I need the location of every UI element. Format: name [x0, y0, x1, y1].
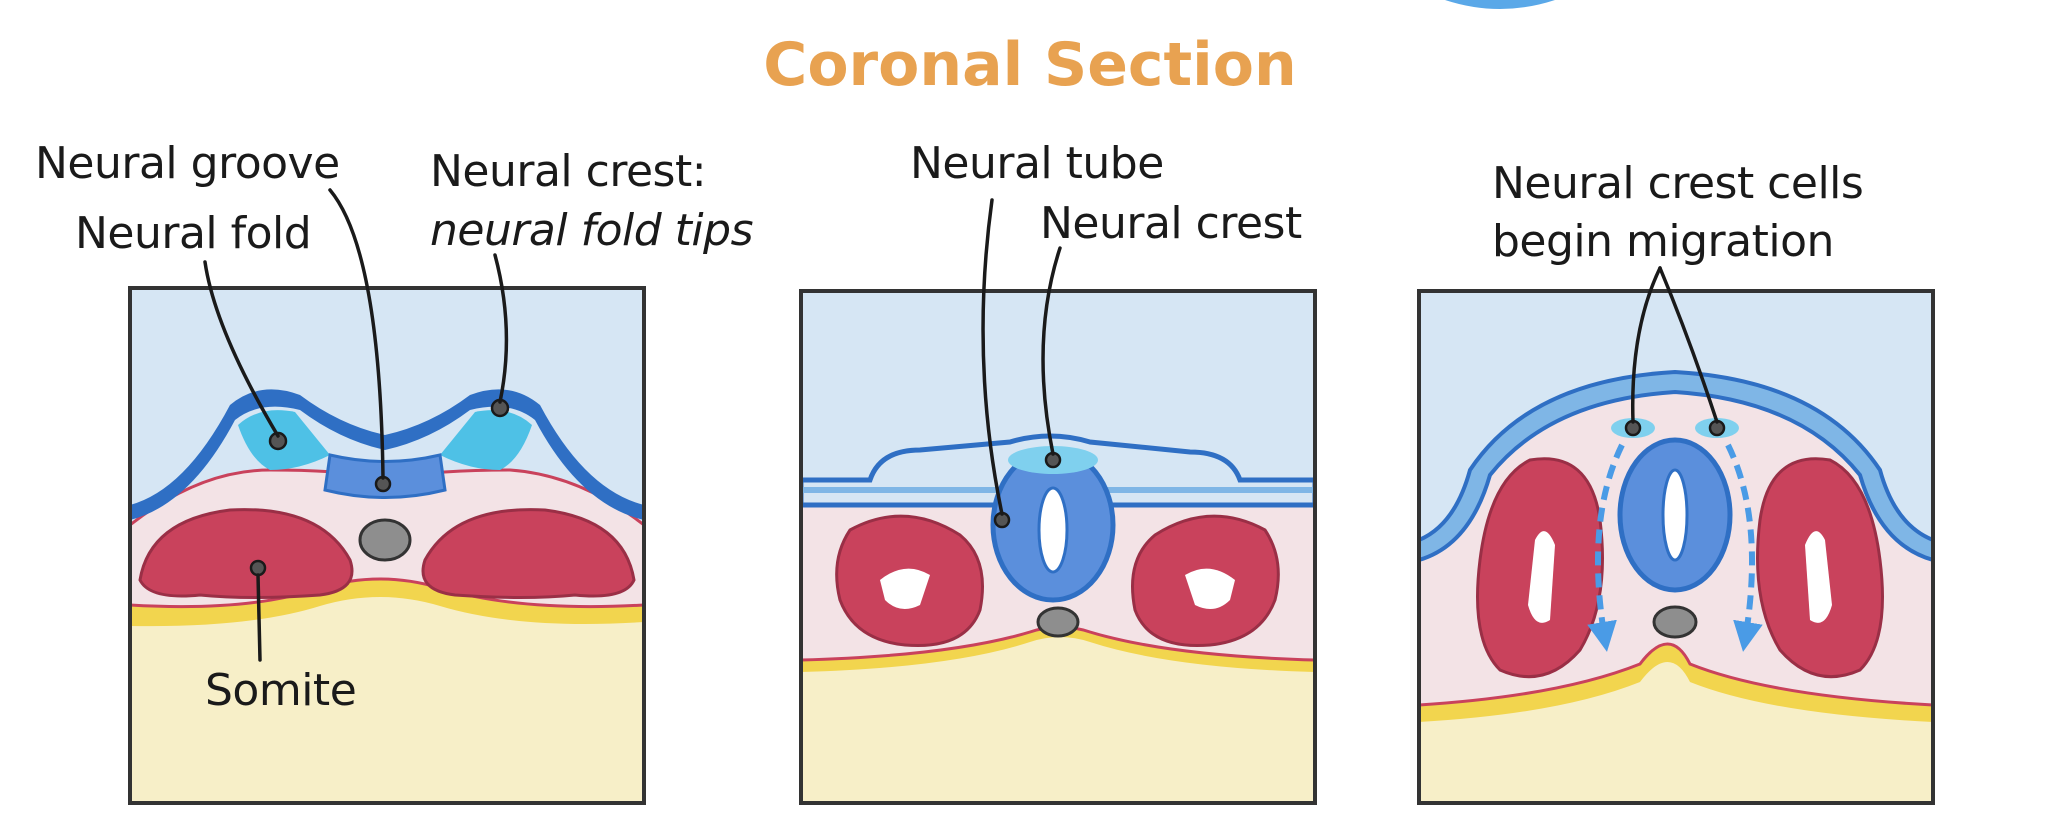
neural-canal [1661, 468, 1689, 562]
panel-neural-tube-stage: Neural tube Neural crest [799, 138, 1317, 805]
yolk-region [801, 635, 1315, 803]
panel-migration-stage: Neural crest cells begin migration [1417, 158, 1935, 805]
neural-tube-leader [981, 198, 1004, 516]
panel-1-frame [128, 286, 646, 805]
notochord [1652, 605, 1698, 639]
neural-fold-right [440, 410, 532, 470]
label-neural-crest: Neural crest [1040, 198, 1302, 249]
label-neural-tube: Neural tube [910, 138, 1164, 189]
migration-leader-right [1658, 266, 1719, 424]
somite-right [421, 508, 636, 599]
label-neural-crest: Neural crest: [430, 146, 706, 197]
neural-fold-leader [203, 260, 280, 438]
somite-marker [249, 559, 267, 577]
neural-groove-leader [328, 188, 385, 480]
somite-right-cavity [1805, 531, 1832, 623]
migration-arrow-left [1587, 443, 1625, 652]
somite-left-cavity [1528, 531, 1555, 623]
decorative-circle-fragment [1445, 0, 1555, 9]
neural-canal [1037, 486, 1069, 574]
panel-3-frame [1417, 289, 1935, 805]
notochord [358, 518, 412, 562]
somite-left-cavity [880, 568, 930, 609]
somite-right-cavity [1185, 568, 1235, 609]
label-begin-migration: begin migration [1492, 216, 1834, 267]
neural-crest-leader [1041, 246, 1062, 456]
endoderm-layer [801, 621, 1315, 672]
neural-crest-leader [493, 253, 509, 404]
yolk-region [1419, 660, 1933, 803]
somite-leader [256, 573, 262, 662]
migration-arrow-right [1725, 443, 1763, 652]
label-neural-fold: Neural fold [75, 208, 311, 259]
label-neural-groove: Neural groove [35, 138, 340, 189]
diagram-title: Coronal Section [763, 30, 1296, 100]
endoderm-layer [1419, 644, 1933, 722]
label-neural-fold-tips: neural fold tips [430, 205, 753, 256]
label-neural-crest-cells: Neural crest cells [1492, 158, 1863, 209]
panel-2-frame [799, 289, 1317, 805]
notochord [1036, 606, 1080, 638]
migration-leader-left [1630, 266, 1662, 424]
panel-neural-groove-stage: Neural groove Neural fold Neural crest: … [35, 138, 754, 805]
somite-left [138, 508, 354, 599]
label-somite: Somite [205, 665, 356, 716]
